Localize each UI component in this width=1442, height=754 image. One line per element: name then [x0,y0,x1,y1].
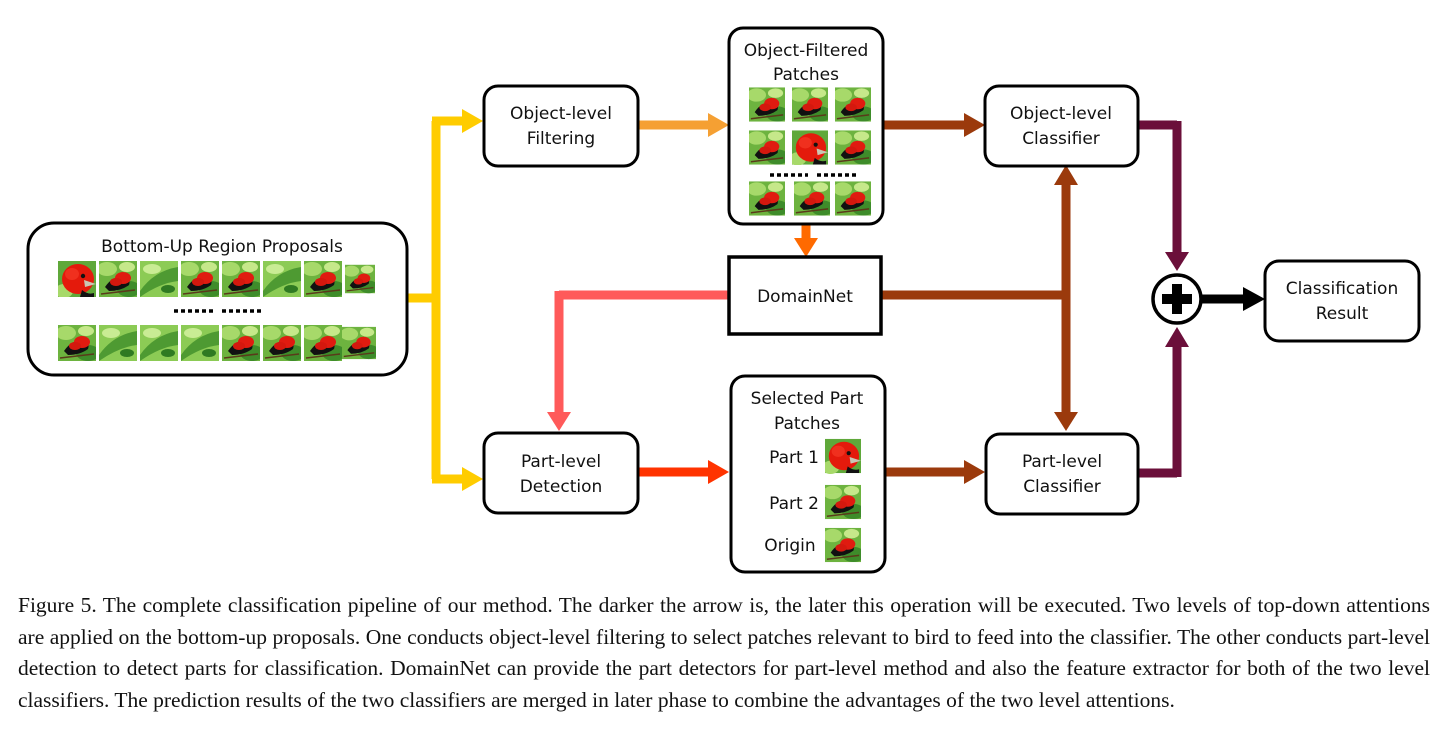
origin-thumbnail [825,527,861,563]
filtered-patch-grid [749,87,871,216]
bottom-up-title: Bottom-Up Region Proposals [101,237,343,257]
proposal-thumbnail [304,325,342,361]
arrow-parts-to-part-classifier [885,460,985,484]
filtered-patch [749,130,785,165]
selected-part-patches-box: Selected Part Patches Part 1 Part 2 Orig… [729,374,887,574]
proposal-thumbnail [345,263,375,295]
proposal-thumbnail [304,261,342,297]
part-2-thumbnail [825,484,861,520]
part-level-classifier-box: Part-level Classifier [984,432,1140,516]
part-1-thumbnail [825,438,861,474]
proposal-thumbnail [99,325,137,361]
arrow-detection-to-parts [638,460,729,484]
part-2-label: Part 2 [769,494,819,514]
result-label-line2: Result [1316,304,1369,324]
detection-label-line1: Part-level [521,452,601,472]
filtered-patch [792,87,828,122]
filtered-patch [749,87,785,122]
arrow-domainnet-to-detection [547,290,729,431]
filtered-patch [835,130,871,165]
filtering-label-line1: Object-level [510,104,612,124]
proposal-thumbnails-row-1 [58,261,375,297]
object-classifier-label-line2: Classifier [1022,129,1100,149]
filtering-label-line2: Filtering [527,129,595,149]
proposal-thumbnail [58,261,96,297]
proposal-thumbnail [222,261,260,297]
arrow-merge-to-result [1200,287,1265,311]
filtered-patch [794,181,830,216]
arrow-patches-to-object-classifier [883,113,985,137]
merge-plus-icon [1151,273,1203,325]
domainnet-label: DomainNet [757,287,853,307]
arrows [407,109,1265,491]
arrow-patches-to-domainnet [794,224,818,257]
object-classifier-label-line1: Object-level [1010,104,1112,124]
proposal-thumbnail [140,325,178,361]
origin-label: Origin [764,536,815,556]
proposal-thumbnail [140,261,178,297]
proposal-thumbnail [263,261,301,297]
arrow-proposals-fork [407,109,483,491]
result-label-line1: Classification [1286,279,1398,299]
domainnet-box: DomainNet [727,255,883,336]
proposal-thumbnail [342,326,376,360]
parts-label-line2: Patches [774,414,840,434]
parts-label-line1: Selected Part [751,389,864,409]
patches-label-line1: Object-Filtered [744,41,868,61]
detection-label-line2: Detection [520,477,603,497]
bottom-up-proposals-box: Bottom-Up Region Proposals [26,221,409,377]
object-level-classifier-box: Object-level Classifier [983,84,1140,168]
arrow-part-classifier-to-merge [1138,327,1189,478]
proposal-thumbnail [99,261,137,297]
patches-label-line2: Patches [773,65,839,85]
object-filtered-patches-box: Object-Filtered Patches [727,26,885,226]
part-classifier-label-line2: Classifier [1023,477,1101,497]
proposal-thumbnail [58,325,96,361]
part-classifier-label-line1: Part-level [1022,452,1102,472]
part-1-label: Part 1 [769,448,819,468]
part-level-detection-box: Part-level Detection [482,431,640,515]
arrow-domainnet-to-classifiers [881,165,1078,431]
proposal-thumbnail [181,325,219,361]
filtered-patch [792,130,828,165]
arrow-object-classifier-to-merge [1138,120,1189,271]
filtered-patch [749,181,785,216]
arrow-filtering-to-patches [638,113,729,137]
figure-caption: Figure 5. The complete classification pi… [18,593,1430,712]
object-level-filtering-box: Object-level Filtering [482,84,640,168]
proposal-thumbnail [222,325,260,361]
proposal-thumbnail [263,325,301,361]
filtered-patch [835,181,871,216]
proposal-thumbnail [181,261,219,297]
proposal-thumbnails-row-2 [58,325,376,361]
filtered-patch [835,87,871,122]
classification-result-box: Classification Result [1263,259,1421,343]
pipeline-diagram: Bottom-Up Region Proposals [26,26,1421,574]
